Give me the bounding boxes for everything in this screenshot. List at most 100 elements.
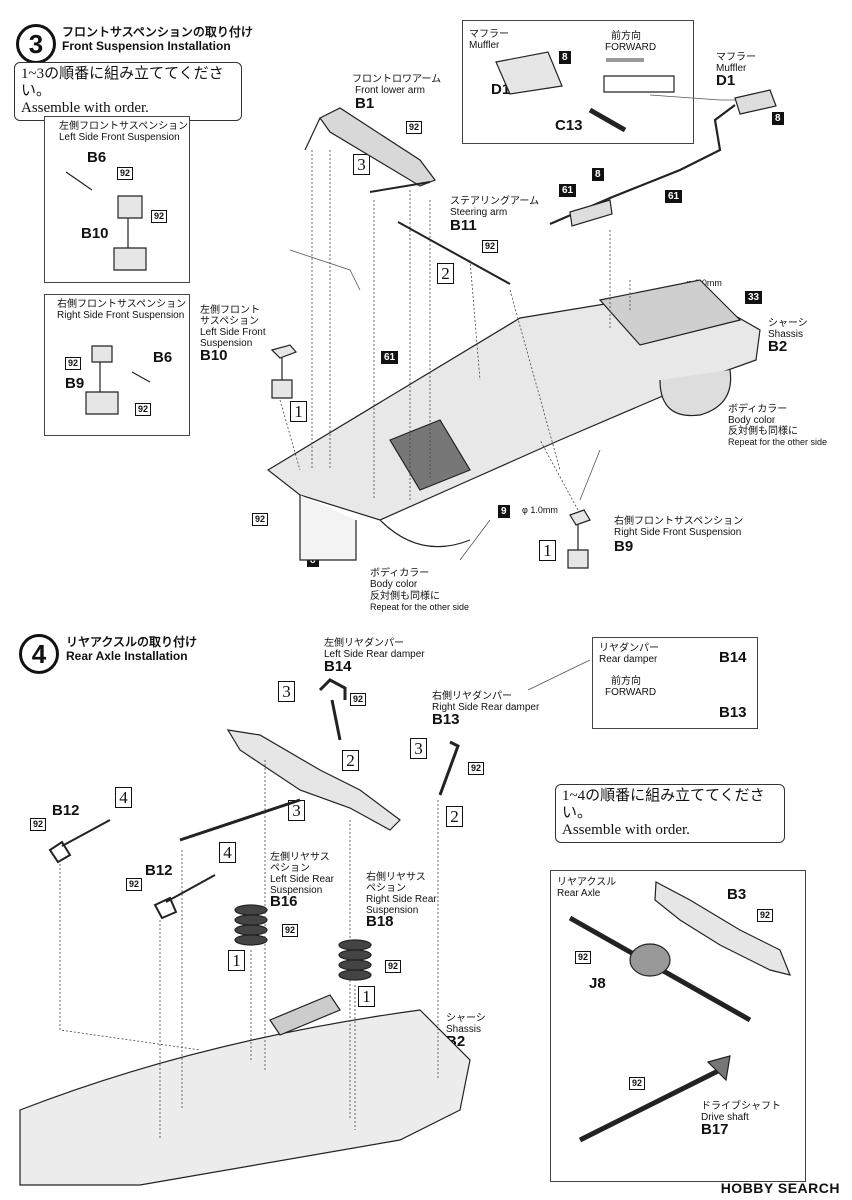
step-4-note-en: Assemble with order. <box>562 822 690 838</box>
part-label-b9-main: B9 <box>614 538 634 555</box>
muffler-main-en: Muffler <box>716 63 747 74</box>
part-label-b10: B10 <box>81 225 109 242</box>
forward-caption-jp: 前方向 <box>611 676 641 687</box>
part-label-b16: B16 <box>270 893 298 910</box>
decal-badge: 92 <box>482 240 499 253</box>
panel-caption-jp: 左側フロントサスペンション <box>59 121 189 132</box>
order-number-2: 2 <box>437 263 454 284</box>
rear-axle-caption-en: Rear Axle <box>557 888 601 899</box>
order-number-1: 1 <box>358 986 375 1007</box>
rear-axle-shaft <box>179 798 301 842</box>
body-color-jp: ボディカラー <box>728 404 788 415</box>
step-3-note-jp: 1~3の順番に組み立ててください。 <box>21 66 224 99</box>
right-front-susp-en: Right Side Front Suspension <box>614 527 742 538</box>
body-color-en: Body color <box>370 579 418 590</box>
part-badge: 8 <box>559 51 571 64</box>
right-front-strut <box>567 509 591 569</box>
left-front-suspension-panel: 左側フロントサスペンション Left Side Front Suspension… <box>44 116 190 283</box>
rear-exhaust-muffler <box>269 994 341 1036</box>
part-label-b13-main: B13 <box>432 711 460 728</box>
part-label-b10-main: B10 <box>200 347 228 364</box>
order-number-1: 1 <box>539 540 556 561</box>
left-rear-damper-jp: 左側リヤダンパー <box>324 638 404 649</box>
body-color-repeat-jp: 反対側も同様に <box>370 591 440 602</box>
order-number-2: 2 <box>342 750 359 771</box>
left-front-susp-jp: 左側フロント <box>200 305 260 316</box>
part-badge: 33 <box>745 291 763 304</box>
rear-axle-detail-panel: リヤアクスル Rear Axle B3 J8 92 92 92 ドライブシャフト… <box>550 870 806 1182</box>
order-number-2: 2 <box>446 806 463 827</box>
rear-chassis-body <box>19 1009 471 1186</box>
order-number-4: 4 <box>219 842 236 863</box>
step-3-note-en: Assemble with order. <box>21 100 149 116</box>
decal-badge: 92 <box>757 909 774 922</box>
left-rear-susp-jp: 左側リヤサス <box>270 852 330 863</box>
front-lower-arm-jp: フロントロワアーム <box>352 74 442 85</box>
right-rear-susp-jp: 右側リヤサス <box>366 872 426 883</box>
part-label-b6: B6 <box>153 349 173 366</box>
part-badge: 61 <box>559 184 577 197</box>
decal-badge: 92 <box>385 960 402 973</box>
part-label-b6: B6 <box>87 149 107 166</box>
right-rear-damper-en: Right Side Rear damper <box>432 702 540 713</box>
part-label-b12: B12 <box>145 862 173 879</box>
decal-badge: 92 <box>468 762 485 775</box>
part-badge: 61 <box>381 351 399 364</box>
forward-caption-jp: 前方向 <box>611 31 641 42</box>
front-chassis-body <box>266 289 761 521</box>
part-label-b1: B1 <box>355 95 375 112</box>
step-4-order-note: 1~4の順番に組み立ててください。 Assemble with order. <box>555 784 785 843</box>
tie-rod <box>369 181 431 193</box>
left-front-susp-en: Left Side Front <box>200 327 266 338</box>
panel-caption-en: Left Side Front Suspension <box>59 132 180 143</box>
part-badge: 61 <box>665 190 683 203</box>
watermark-footer: HOBBY SEARCH <box>720 1180 840 1196</box>
left-rear-damper-en: Left Side Rear damper <box>324 649 425 660</box>
part-badge: 8 <box>592 168 604 181</box>
step-3-title-jp: フロントサスペンションの取り付け <box>62 25 253 39</box>
part-badge: 9 <box>498 505 510 518</box>
drive-shaft-jp: ドライブシャフト <box>701 1101 781 1112</box>
part-label-d1-main: D1 <box>716 72 736 89</box>
left-rear-susp-en2: Suspension <box>270 885 323 896</box>
front-wheel-arch <box>379 519 471 548</box>
right-front-suspension-panel: 右側フロントサスペンション Right Side Front Suspensio… <box>44 294 190 436</box>
decal-badge: 92 <box>406 121 423 134</box>
part-label-b12: B12 <box>52 802 80 819</box>
steering-arm-jp: ステアリングアーム <box>450 196 540 207</box>
body-color-jp: ボディカラー <box>370 568 430 579</box>
muffler-detail-panel: マフラー Muffler D1 8 前方向 FORWARD C13 <box>462 20 694 144</box>
lower-arm-link <box>304 117 321 151</box>
step-4-number: 4 <box>19 634 59 674</box>
muffler-caption-jp: マフラー <box>469 29 509 40</box>
front-lower-arm <box>319 107 436 187</box>
part-label-b9: B9 <box>65 375 85 392</box>
rear-wheel-arch <box>659 369 732 417</box>
body-color-repeat-en: Repeat for the other side <box>728 437 828 447</box>
step-3-order-note: 1~3の順番に組み立ててください。 Assemble with order. <box>14 62 242 121</box>
step-4-title-en: Rear Axle Installation <box>66 649 188 663</box>
order-number-3: 3 <box>353 154 370 175</box>
decal-badge: 92 <box>629 1077 646 1090</box>
left-rear-damper <box>318 678 347 741</box>
drill-size-label: φ 1.0mm <box>522 505 558 515</box>
step-3-title-en: Front Suspension Installation <box>62 39 231 53</box>
order-number-3: 3 <box>410 738 427 759</box>
decal-badge: 92 <box>135 403 152 416</box>
step-3-number: 3 <box>16 24 56 64</box>
rear-link-left <box>48 819 111 864</box>
decal-badge: 92 <box>350 693 367 706</box>
radiator-grille <box>299 495 357 561</box>
order-number-1: 1 <box>228 950 245 971</box>
order-number-1: 1 <box>290 401 307 422</box>
part-label-b13: B13 <box>719 704 747 721</box>
forward-caption-en: FORWARD <box>605 42 657 53</box>
left-front-susp-jp2: サスペション <box>200 316 260 327</box>
muffler-part <box>734 89 777 115</box>
left-rear-susp-en: Left Side Rear <box>270 874 334 885</box>
panel-caption-en: Right Side Front Suspension <box>57 310 185 321</box>
body-color-repeat-en: Repeat for the other side <box>370 602 470 612</box>
right-rear-susp-en: Right Side Rear <box>366 894 437 905</box>
forward-caption-en: FORWARD <box>605 687 657 698</box>
rear-link-right <box>153 874 216 920</box>
